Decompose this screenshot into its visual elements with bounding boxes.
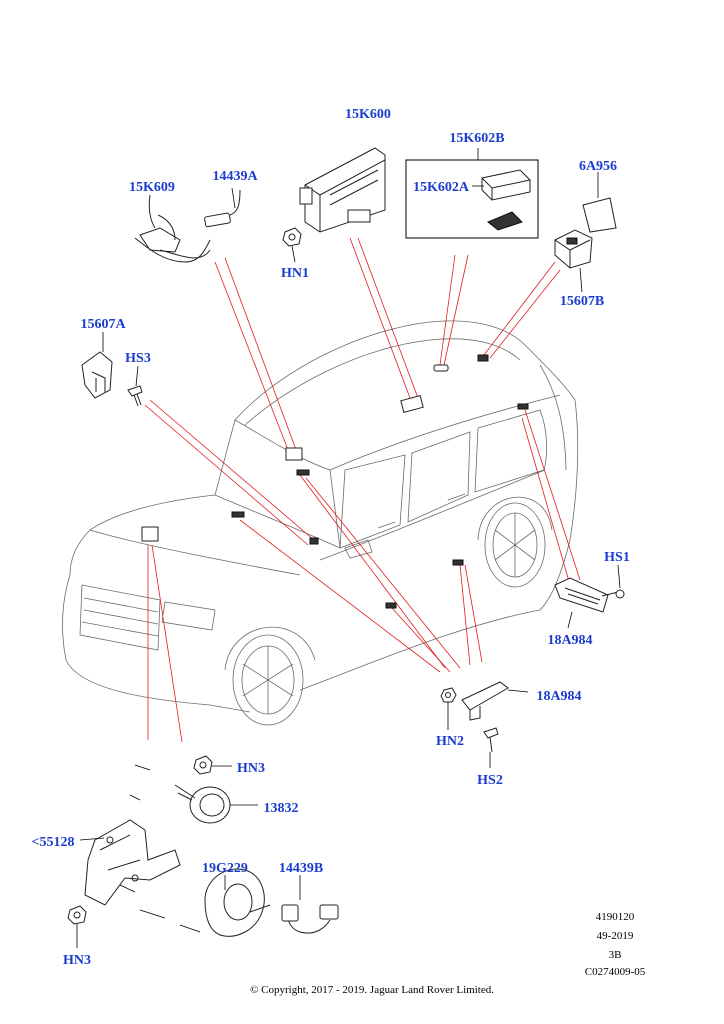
callout-HN3-bottom: HN3: [63, 953, 91, 968]
nut-icon: [193, 755, 213, 775]
bracket-icon: [554, 229, 593, 269]
callout-HN2: HN2: [436, 734, 464, 749]
callout-HS1: HS1: [604, 550, 630, 565]
inset-box: [405, 159, 539, 239]
copyright-text: © Copyright, 2017 - 2019. Jaguar Land Ro…: [250, 984, 494, 996]
bracket-icon: [554, 577, 609, 613]
callout-15607B: 15607B: [560, 294, 604, 309]
screw-icon: [601, 589, 625, 599]
bracket-icon: [84, 819, 181, 906]
callout-6A956: 6A956: [579, 159, 617, 174]
nut-icon: [67, 905, 87, 925]
callout-13832: 13832: [264, 801, 299, 816]
callout-HN3-top: HN3: [237, 761, 265, 776]
sensor-icon: [204, 189, 241, 228]
callout-18A984-right: 18A984: [547, 633, 592, 648]
callout-14439A: 14439A: [212, 169, 258, 184]
reference-date: 49-2019: [597, 930, 634, 942]
pad-icon: [582, 197, 617, 233]
callout-15K609: 15K609: [129, 180, 175, 195]
reference-number: 4190120: [596, 911, 635, 923]
callout-14439B: 14439B: [279, 861, 323, 876]
horn-icon: [174, 784, 231, 824]
callout-HN1: HN1: [281, 266, 309, 281]
callout-15K600: 15K600: [345, 107, 391, 122]
antenna-icon: [481, 169, 531, 231]
screw-icon: [483, 727, 499, 753]
callout-HS2: HS2: [477, 773, 503, 788]
vehicle-components: [141, 354, 529, 609]
nut-icon: [440, 687, 457, 703]
callout-15607A: 15607A: [80, 317, 126, 332]
siren-icon: [204, 868, 271, 937]
callout-19G229: 19G229: [202, 861, 248, 876]
harness-icon: [134, 194, 211, 263]
callout-18A984-mid: 18A984: [536, 689, 581, 704]
reference-code: C0274009-05: [585, 966, 646, 978]
nut-icon: [282, 227, 302, 247]
bracket-icon: [81, 351, 113, 399]
callouts: 15K600 15K602B 15K602A 6A956 15K609 1443…: [32, 107, 630, 968]
sensor-icon: [281, 904, 339, 934]
callout-15K602B: 15K602B: [449, 131, 504, 146]
module-icon: [299, 147, 386, 233]
callout-15K602A: 15K602A: [413, 180, 470, 195]
screw-icon: [127, 385, 143, 407]
dashed-guide: [119, 764, 201, 933]
pointer-lines: [144, 237, 581, 743]
vehicle-outline: [62, 320, 579, 726]
reference-revision: 3B: [609, 949, 622, 961]
callout-55128: <55128: [32, 835, 75, 850]
bracket-icon: [461, 681, 509, 721]
callout-HS3: HS3: [125, 351, 151, 366]
reference-block: 4190120 49-2019 3B C0274009-05: [585, 911, 646, 978]
